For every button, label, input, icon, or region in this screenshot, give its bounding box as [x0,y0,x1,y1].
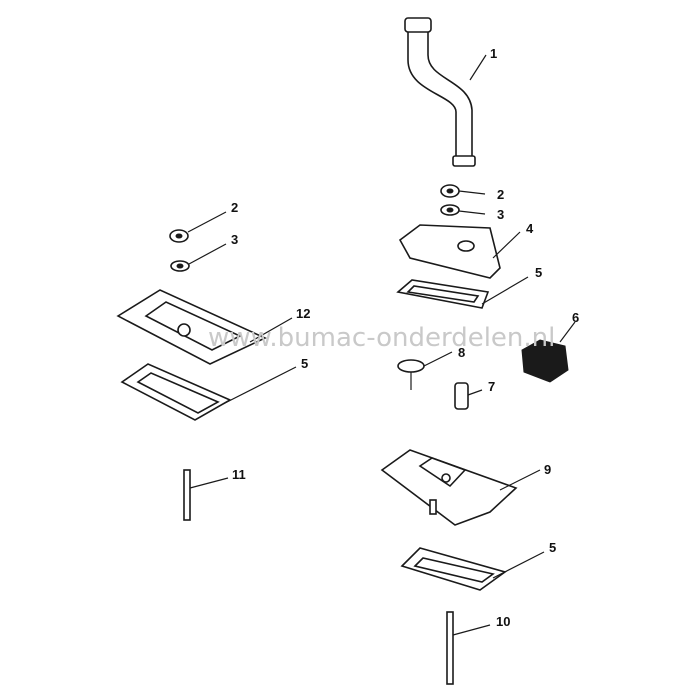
callout-12: 12 [296,306,310,321]
part-5-gasket-left [120,363,297,421]
callout-4: 4 [526,221,534,236]
part-4-muffler-cover [398,224,521,279]
part-9-base-plate [380,449,541,526]
callout-8: 8 [458,345,465,360]
part-1-exhaust-pipe [404,17,487,167]
callout-5-right-bottom: 5 [549,540,556,555]
callout-11: 11 [232,467,246,482]
callout-5-right-top: 5 [535,265,542,280]
part-7-spacer-sleeve [454,382,483,410]
callout-3-left: 3 [231,232,238,247]
part-11-stud-bolt [183,469,229,521]
callout-2-left: 2 [231,200,238,215]
callout-1: 1 [490,46,497,61]
callout-9: 9 [544,462,551,477]
part-5-gasket-right-top [396,276,529,309]
part-6-filter-screen [521,321,576,383]
part-5-gasket-right-bottom [400,547,545,591]
watermark-text: www.bumac-onderdelen.nl [208,323,555,353]
part-12-cover-plate [116,289,293,365]
callout-6: 6 [572,310,579,325]
callout-10: 10 [496,614,510,629]
part-10-stud-bolt [446,611,491,685]
callout-3-right: 3 [497,207,504,222]
callout-2-right: 2 [497,187,504,202]
part-2-nut-right [440,184,486,198]
callout-7: 7 [488,379,495,394]
part-3-washer-left [170,243,227,272]
part-8-funnel [397,351,453,390]
part-3-washer-right [440,204,486,216]
part-2-nut-left [169,211,227,243]
callout-5-left: 5 [301,356,308,371]
